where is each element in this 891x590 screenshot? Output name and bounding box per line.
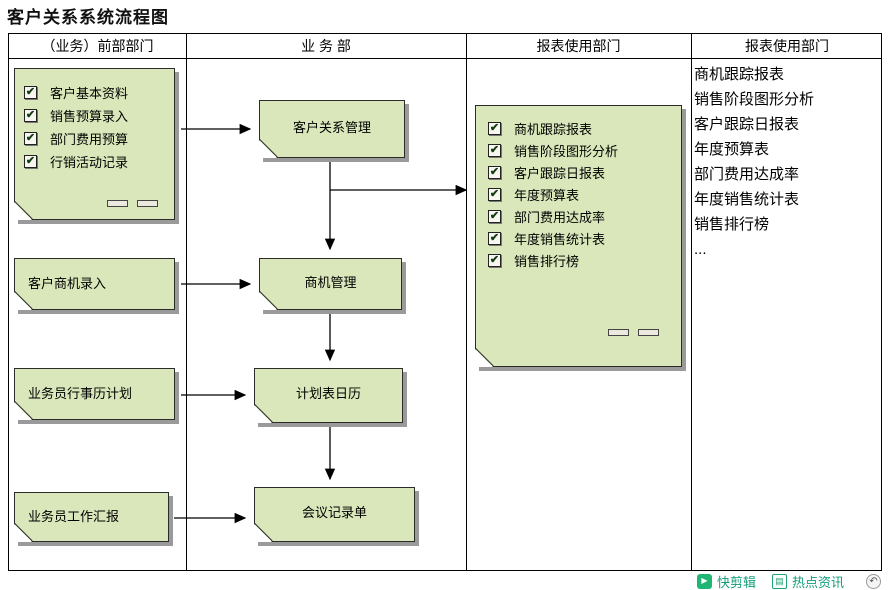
checklist-row: ✔ 客户基本资料 [15,81,174,104]
checklist-row: ✔ 部门费用达成率 [476,205,681,227]
checklist-row: ✔ 销售预算录入 [15,104,174,127]
checklist-row: ✔ 行销活动记录 [15,150,174,173]
hot-news-button[interactable]: ▤ 热点资讯 [772,572,844,590]
reports-document: ✔ 商机跟踪报表 ✔ 销售阶段图形分析 ✔ 客户跟踪日报表 ✔ 年度预算表 ✔ … [475,105,682,367]
checkbox-icon: ✔ [488,121,501,135]
news-icon: ▤ [772,573,788,589]
column-header-business-dept: 业 务 部 [301,38,351,54]
checklist-item-label: 销售阶段图形分析 [514,143,619,159]
corner-arrow-icon: ↶ [869,575,878,587]
checklist-item-label: 销售排行榜 [514,253,580,269]
process-label: 会议记录单 [301,505,367,520]
checkbox-icon: ✔ [24,109,37,122]
checklist-row: ✔ 部门费用预算 [15,127,174,150]
report-list-line: 商机跟踪报表 [694,66,785,83]
blank-field [137,200,158,207]
column-divider [466,34,467,570]
checklist-item-label: 商机跟踪报表 [514,121,593,137]
column-header-front-dept: （业务）前部部门 [41,38,154,54]
salesman-calendar-plan-document: 业务员行事历计划 [14,368,175,420]
checkbox-icon: ✔ [24,86,37,99]
checkbox-icon: ✔ [24,155,37,168]
document-label: 业务员工作汇报 [28,508,120,524]
report-list-line: 销售阶段图形分析 [694,91,815,108]
play-icon: ▶ [697,573,712,589]
plugin-overlay-bar: ▶ 快剪辑 ▤ 热点资讯 [697,572,844,590]
blank-field [608,329,629,336]
report-list-line: 年度预算表 [694,141,770,158]
opportunity-management-box: 商机管理 [259,258,402,310]
checklist-item-label: 年度预算表 [514,187,580,203]
checklist-item-label: 部门费用达成率 [514,209,606,225]
checklist-row: ✔ 年度销售统计表 [476,227,681,249]
checklist-row: ✔ 商机跟踪报表 [476,117,681,139]
hot-news-label: 热点资讯 [792,574,845,590]
header-divider [9,58,881,59]
report-list-line: 销售排行榜 [694,216,770,233]
meeting-record-box: 会议记录单 [254,487,415,542]
checklist-item-label: 客户基本资料 [50,86,129,101]
column-divider [186,34,187,570]
report-list-line: 客户跟踪日报表 [694,116,800,133]
column-divider [691,34,692,570]
process-label: 计划表日历 [295,386,361,401]
crm-process-box: 客户关系管理 [259,100,405,158]
flowchart-grid: （业务）前部部门 业 务 部 报表使用部门 报表使用部门 [8,33,882,571]
column-header-report-dept: 报表使用部门 [536,38,621,54]
checklist-item-label: 销售预算录入 [50,109,129,124]
checklist-row: ✔ 客户跟踪日报表 [476,161,681,183]
checklist-item-label: 客户跟踪日报表 [514,165,606,181]
checklist-row: ✔ 销售排行榜 [476,249,681,271]
checklist-item-label: 部门费用预算 [50,132,129,147]
checkbox-icon: ✔ [488,187,501,201]
schedule-calendar-box: 计划表日历 [254,368,403,423]
page-title: 客户关系系统流程图 [7,8,169,27]
document-label: 客户商机录入 [28,275,107,291]
form-blank-fields [107,200,158,207]
report-list-line: 部门费用达成率 [694,166,800,183]
checklist-row: ✔ 销售阶段图形分析 [476,139,681,161]
opportunity-entry-document: 客户商机录入 [14,258,175,310]
checkbox-icon: ✔ [488,253,501,267]
process-label: 商机管理 [304,274,357,290]
quick-clip-button[interactable]: ▶ 快剪辑 [697,572,756,590]
checkbox-icon: ✔ [488,209,501,223]
checkbox-icon: ✔ [488,143,501,157]
form-blank-fields [608,329,659,336]
checklist: ✔ 客户基本资料 ✔ 销售预算录入 ✔ 部门费用预算 ✔ 行销活动记录 [15,69,174,173]
checkbox-icon: ✔ [488,165,501,179]
checkbox-icon: ✔ [488,231,501,245]
report-name-list: 商机跟踪报表 销售阶段图形分析 客户跟踪日报表 年度预算表 部门费用达成率 年度… [694,62,880,262]
salesman-work-report-document: 业务员工作汇报 [14,492,169,542]
checklist-item-label: 年度销售统计表 [514,231,606,247]
checklist-item-label: 行销活动记录 [50,155,129,170]
column-header-report-dept-2: 报表使用部门 [745,38,829,54]
input-forms-document: ✔ 客户基本资料 ✔ 销售预算录入 ✔ 部门费用预算 ✔ 行销活动记录 [14,68,175,220]
report-checklist: ✔ 商机跟踪报表 ✔ 销售阶段图形分析 ✔ 客户跟踪日报表 ✔ 年度预算表 ✔ … [476,106,681,271]
process-label: 客户关系管理 [292,119,371,135]
quick-clip-label: 快剪辑 [717,574,757,590]
document-label: 业务员行事历计划 [28,385,133,401]
checklist-row: ✔ 年度预算表 [476,183,681,205]
page-corner-button[interactable]: ↶ [866,574,881,589]
checkbox-icon: ✔ [24,132,37,145]
report-list-line: ... [694,241,707,258]
blank-field [638,329,659,336]
report-list-line: 年度销售统计表 [694,191,800,208]
blank-field [107,200,128,207]
